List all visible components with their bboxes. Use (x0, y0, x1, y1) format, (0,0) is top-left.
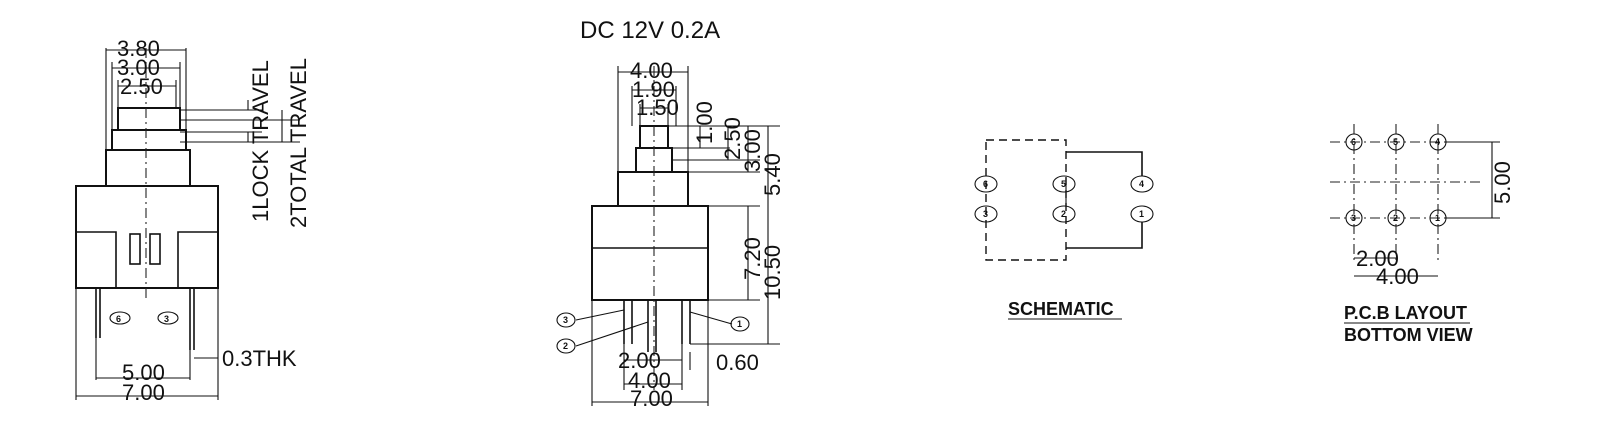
front-bottom-extension (591, 300, 709, 406)
front-top-extension (617, 66, 689, 172)
pcb-dim-5-00: 5.00 (1490, 161, 1515, 204)
pin-6-marker (109, 311, 131, 325)
dim-7-20: 7.20 (740, 237, 765, 280)
pcb-pin-1-label: 1 (1435, 213, 1440, 223)
schematic-caption: SCHEMATIC (1008, 299, 1114, 319)
schem-pin-4-label: 4 (1139, 179, 1144, 189)
dim-2-00-front: 2.00 (618, 348, 661, 373)
dim-10-50: 10.50 (760, 245, 785, 300)
pin-3-marker (157, 311, 179, 325)
pin-3-label: 3 (164, 314, 169, 324)
pcb-pad-6 (1345, 133, 1363, 151)
front-pin-3-marker (556, 312, 576, 328)
pcb-dim-2-00: 2.00 (1356, 246, 1399, 271)
pcb-pin-2-label: 2 (1393, 213, 1398, 223)
switch-housing (75, 185, 219, 289)
front-right-extension (668, 125, 780, 345)
dim-1-90: 1.90 (632, 77, 675, 102)
side-extension-lines (105, 48, 187, 150)
housing-slot-right (149, 233, 161, 265)
dim-4-00-front: 4.00 (628, 368, 671, 393)
plunger-shaft (111, 129, 187, 151)
total-travel-label: 2TOTAL TRAVEL (286, 58, 311, 228)
dim-7-00-front: 7.00 (630, 386, 673, 411)
schem-pin-2-label: 2 (1061, 209, 1066, 219)
schem-pin-1-marker (1130, 205, 1154, 223)
lock-travel-label: 1LOCK TRAVEL (248, 60, 273, 222)
pcb-pin-6-label: 6 (1351, 137, 1356, 147)
dim-7-00: 7.00 (122, 380, 165, 405)
front-view: DC 12V 0.2A 4.00 1.90 1.50 1.00 2.50 3.0… (556, 17, 785, 411)
pcb-pin-5-label: 5 (1393, 137, 1398, 147)
dim-5-40: 5.40 (760, 153, 785, 196)
side-bottom-extension (75, 288, 219, 400)
plunger-cap (117, 107, 181, 131)
schem-pin-3-label: 3 (983, 209, 988, 219)
pcb-pad-3 (1345, 209, 1363, 227)
rating-label: DC 12V 0.2A (580, 17, 720, 44)
schem-pin-6-label: 6 (983, 179, 988, 189)
dim-1-50: 1.50 (636, 95, 679, 120)
dim-4-00-top: 4.00 (630, 58, 673, 83)
dim-0-3thk: 0.3THK (222, 346, 297, 371)
schem-pin-4-marker (1130, 175, 1154, 193)
schem-pin-1-label: 1 (1139, 209, 1144, 219)
front-pins (623, 300, 691, 352)
schem-pin-5-marker (1052, 175, 1076, 193)
travel-dim-lines (180, 100, 300, 143)
pcb-caption-line1: P.C.B LAYOUT (1344, 303, 1467, 323)
pin-6-label: 6 (116, 314, 121, 324)
dim-1-00: 1.00 (692, 101, 717, 144)
schematic-links (1066, 151, 1143, 249)
front-pin-2-marker (556, 338, 576, 354)
pcb-pad-2 (1387, 209, 1405, 227)
pcb-layout: 6 5 4 3 2 1 2.00 4.00 5.00 P.C.B LAYOUT … (1330, 124, 1515, 345)
schematic-dashed-box (985, 139, 1067, 261)
front-housing (591, 205, 709, 301)
housing-slot-left (129, 233, 141, 265)
schematic: 6 5 4 3 2 1 SCHEMATIC (974, 139, 1154, 320)
schem-pin-6-marker (974, 175, 998, 193)
schem-pin-3-marker (974, 205, 998, 223)
pcb-dim-line-5-00 (1444, 141, 1500, 219)
pcb-pin-3-label: 3 (1351, 213, 1356, 223)
front-pin-1-marker (730, 316, 750, 332)
pcb-caption-line2: BOTTOM VIEW (1344, 325, 1473, 345)
side-pins (95, 288, 195, 350)
dim-2-50-right: 2.50 (720, 117, 745, 160)
front-pin-3-label: 3 (563, 315, 568, 325)
pcb-grid-lines (1330, 124, 1480, 262)
schem-pin-2-marker (1052, 205, 1076, 223)
dim-3-00: 3.00 (117, 55, 160, 80)
side-view: 3.80 3.00 2.50 1LOCK TRAVEL 2TOTAL TRAVE… (75, 36, 311, 405)
housing-recess (76, 231, 218, 288)
front-pin-1-label: 1 (737, 319, 742, 329)
plunger-collar (105, 149, 191, 187)
pin-leaders (575, 309, 733, 347)
dim-3-80: 3.80 (117, 36, 160, 61)
dim-3-00-right: 3.00 (740, 129, 765, 172)
dim-5-00: 5.00 (122, 360, 165, 385)
dim-0-60: 0.60 (716, 350, 759, 375)
front-plunger-collar (617, 171, 689, 207)
front-pin-2-label: 2 (563, 341, 568, 351)
pcb-dim-4-00: 4.00 (1376, 264, 1419, 289)
dim-2-50: 2.50 (120, 74, 163, 99)
pcb-pad-5 (1387, 133, 1405, 151)
schem-pin-5-label: 5 (1061, 179, 1066, 189)
pcb-pin-4-label: 4 (1435, 137, 1440, 147)
